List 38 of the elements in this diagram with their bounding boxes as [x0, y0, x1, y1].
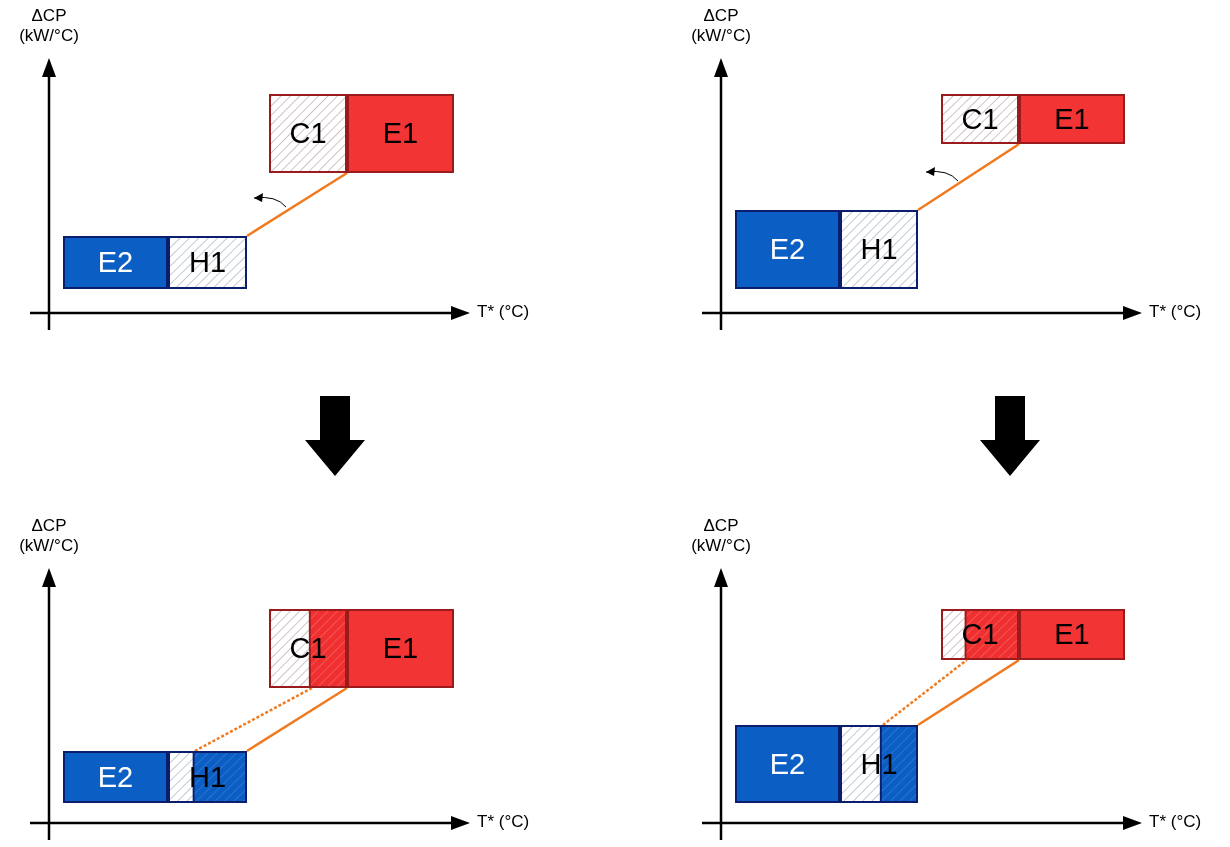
y-axis-label: ΔCP (kW/°C): [690, 6, 752, 47]
stream-label: E1: [382, 634, 419, 663]
stream-box: [735, 210, 840, 289]
stream-label: E2: [97, 762, 134, 792]
stream-label: C1: [961, 104, 999, 134]
stream-box: [1019, 609, 1125, 660]
stream-box: [1019, 94, 1125, 144]
stream-label: E1: [1054, 620, 1090, 649]
stream-label: E2: [97, 248, 134, 277]
stream-label: E1: [382, 119, 419, 148]
connector-line: [917, 658, 1020, 727]
stream-box: [63, 751, 168, 803]
connector-line: [882, 659, 968, 726]
stream-label: H1: [860, 235, 898, 264]
y-axis-label: ΔCP (kW/°C): [18, 516, 80, 557]
connector-line: [246, 686, 348, 753]
stream-box: [735, 725, 840, 803]
y-axis-label: ΔCP (kW/°C): [18, 6, 80, 47]
stream-box: [168, 236, 247, 289]
stream-label: E1: [1054, 104, 1090, 134]
connector-line: [917, 142, 1020, 212]
connector-line: [246, 171, 348, 238]
x-axis-label: T* (°C): [477, 302, 530, 323]
y-axis-label: ΔCP (kW/°C): [690, 516, 752, 557]
stream-label: E2: [769, 235, 806, 264]
x-axis-label: T* (°C): [1149, 812, 1202, 833]
x-axis-label: T* (°C): [1149, 302, 1202, 323]
stream-box: [840, 210, 918, 289]
stream-box: [347, 609, 454, 688]
stream-label: H1: [188, 248, 227, 277]
stream-label: C1: [289, 119, 327, 148]
stream-box: [63, 236, 168, 289]
stream-label: E2: [769, 749, 806, 779]
connector-line: [194, 686, 313, 753]
x-axis-label: T* (°C): [477, 812, 530, 833]
stream-box: [941, 94, 1019, 144]
stream-box: [347, 94, 454, 173]
stream-box: [269, 94, 347, 173]
